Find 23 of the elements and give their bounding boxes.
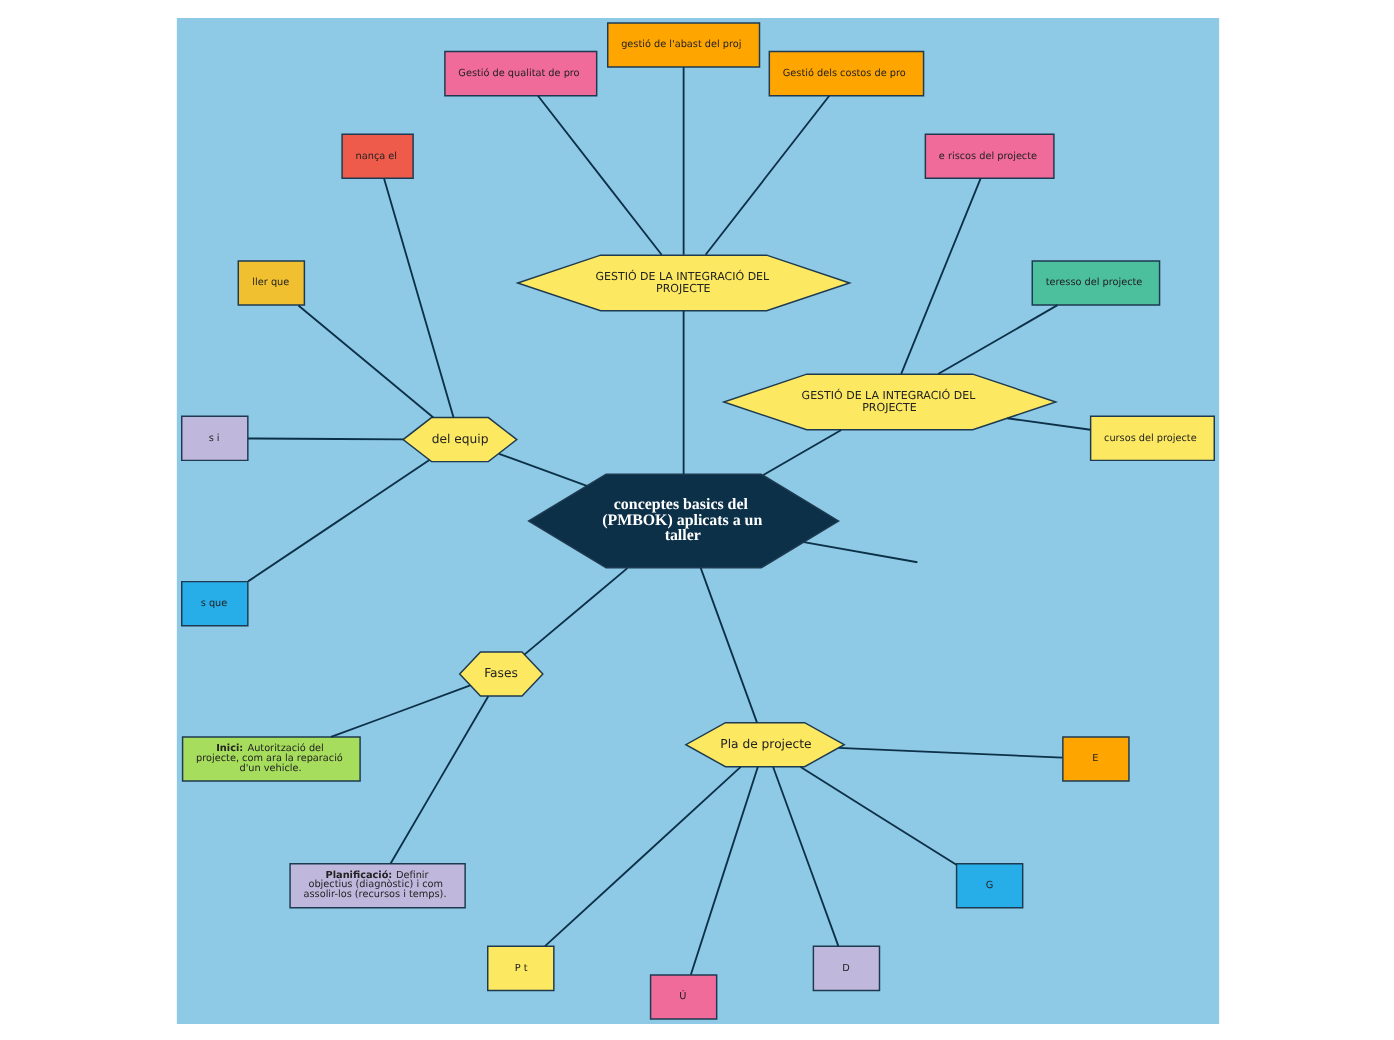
connector bbox=[802, 540, 918, 563]
connector bbox=[761, 428, 842, 475]
connector bbox=[536, 93, 662, 255]
connector bbox=[246, 436, 404, 440]
connector bbox=[681, 309, 684, 474]
connector bbox=[771, 765, 839, 947]
connector bbox=[497, 451, 587, 486]
connector bbox=[698, 565, 757, 723]
connector bbox=[703, 93, 830, 255]
connector bbox=[688, 765, 758, 975]
connector bbox=[836, 745, 1063, 758]
connector bbox=[1005, 416, 1091, 430]
connector bbox=[388, 694, 489, 864]
connector bbox=[329, 683, 471, 737]
connector bbox=[522, 566, 628, 655]
connector bbox=[382, 176, 454, 418]
connector bbox=[798, 765, 957, 865]
connector bbox=[543, 765, 741, 947]
connector bbox=[246, 458, 430, 582]
connector bbox=[936, 303, 1058, 374]
connector bbox=[681, 65, 684, 255]
connector bbox=[899, 176, 981, 374]
connector bbox=[296, 303, 434, 418]
